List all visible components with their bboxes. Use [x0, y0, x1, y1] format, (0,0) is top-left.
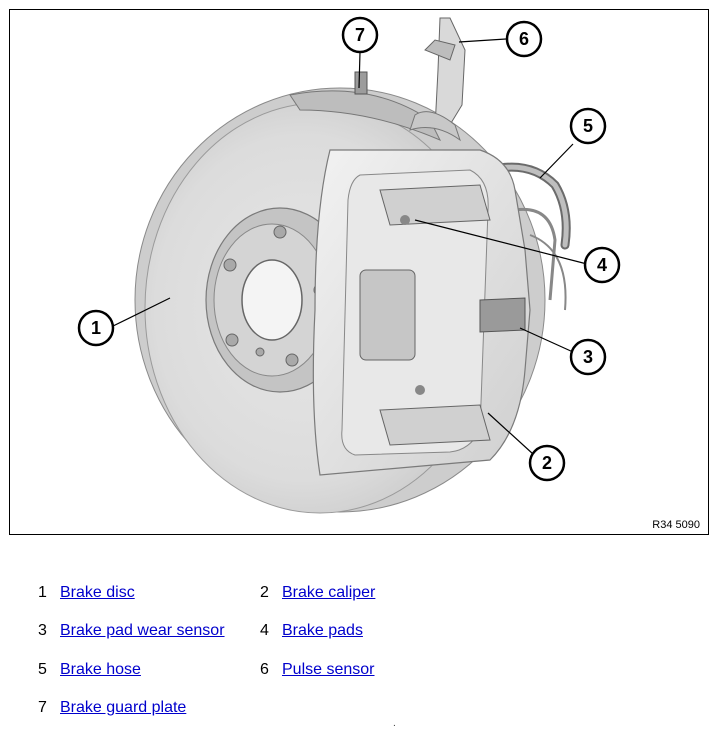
brake-assembly-figure: 1 2 3 4 5 6 7 R34 5090: [9, 9, 709, 535]
figure-code: R34 5090: [652, 519, 700, 531]
legend-item-4: 4 Brake pads: [260, 622, 363, 640]
legend-number: 6: [260, 661, 269, 678]
callout-5: 5: [569, 107, 607, 145]
legend-number: 1: [38, 584, 47, 601]
legend-number: 3: [38, 622, 47, 639]
brake-pads-link[interactable]: Brake pads: [282, 622, 363, 639]
callout-1: 1: [77, 309, 115, 347]
callout-4: 4: [583, 246, 621, 284]
svg-text:6: 6: [519, 29, 529, 49]
legend-item-3: 3 Brake pad wear sensor: [38, 622, 225, 640]
legend-number: 7: [38, 699, 47, 716]
legend-item-2: 2 Brake caliper: [260, 584, 375, 602]
svg-text:3: 3: [583, 347, 593, 367]
svg-text:5: 5: [583, 116, 593, 136]
svg-text:1: 1: [91, 318, 101, 338]
legend-number: 2: [260, 584, 269, 601]
brake-pads: [359, 184, 491, 446]
legend-item-5: 5 Brake hose: [38, 661, 141, 679]
callout-2: 2: [528, 444, 566, 482]
legend-item-7: 7 Brake guard plate: [38, 699, 186, 717]
legend-number: 5: [38, 661, 47, 678]
brake-disc-link[interactable]: Brake disc: [60, 584, 135, 601]
callout-6: 6: [505, 20, 543, 58]
callout-7: 7: [341, 16, 379, 54]
pulse-sensor: [409, 17, 466, 142]
brake-assembly-drawing: 1 2 3 4 5 6 7: [77, 16, 621, 514]
brake-hose-link[interactable]: Brake hose: [60, 661, 141, 678]
callout-3: 3: [569, 338, 607, 376]
brake-pad-wear-sensor-link[interactable]: Brake pad wear sensor: [60, 622, 225, 639]
pulse-sensor-link[interactable]: Pulse sensor: [282, 661, 375, 678]
brake-guard-plate: [289, 71, 442, 141]
brake-caliper-link[interactable]: Brake caliper: [282, 584, 376, 601]
svg-text:2: 2: [542, 453, 552, 473]
legend-number: 4: [260, 622, 269, 639]
brake-guard-plate-link[interactable]: Brake guard plate: [60, 699, 187, 716]
footer-dot: .: [393, 718, 396, 729]
svg-text:4: 4: [597, 255, 607, 275]
legend-item-1: 1 Brake disc: [38, 584, 135, 602]
svg-text:7: 7: [355, 25, 365, 45]
brake-hose: [485, 162, 571, 311]
legend-item-6: 6 Pulse sensor: [260, 661, 375, 679]
